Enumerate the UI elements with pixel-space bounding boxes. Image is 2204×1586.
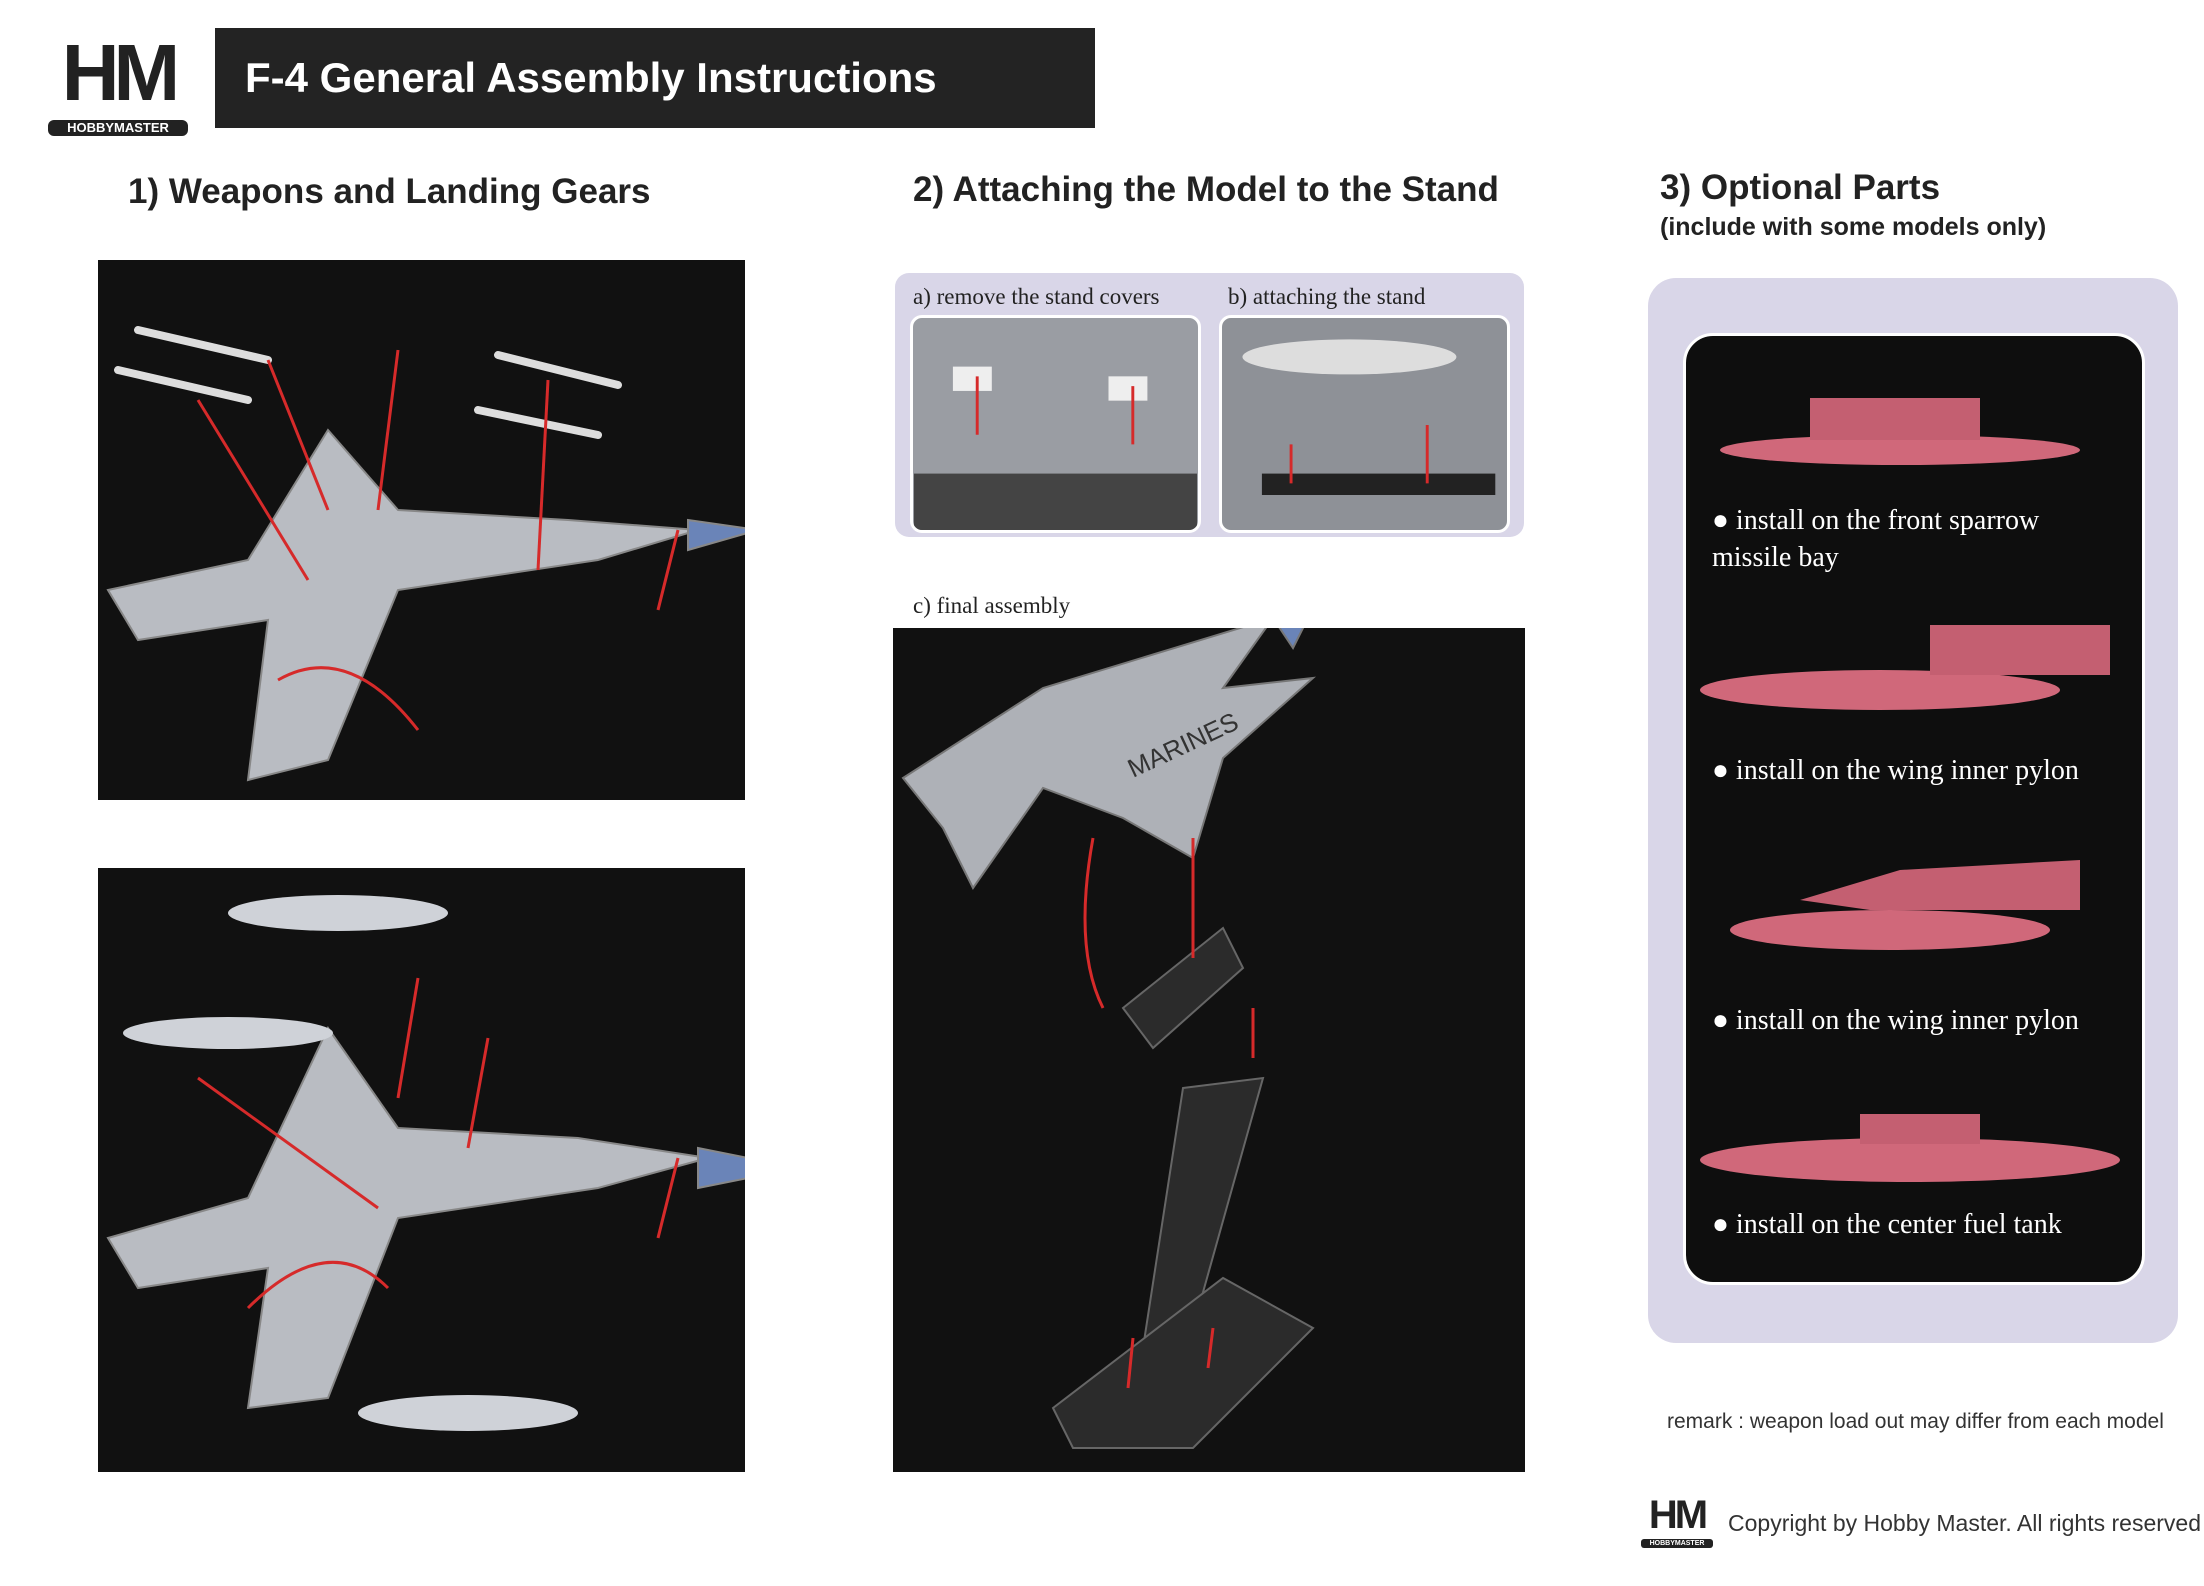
remark-text: remark : weapon load out may differ from…: [1667, 1410, 2164, 1433]
hobbymaster-logo: HM HOBBYMASTER: [48, 28, 188, 136]
missile-parts: [114, 326, 622, 439]
optional-item-label: install on the center fuel tank: [1735, 1209, 2062, 1240]
weapons-diagram-top: [98, 260, 745, 800]
optional-item-label: install on the wing inner pylon: [1735, 755, 2079, 786]
aircraft-illustration: [106, 1026, 745, 1410]
step-c-caption: c) final assembly: [913, 593, 1071, 618]
step-b-caption: b) attaching the stand: [1228, 284, 1426, 309]
center-fuel-tank-part: [1700, 1114, 2120, 1182]
fuel-tank-parts: [123, 895, 578, 1431]
logo-text: HM: [61, 28, 180, 117]
final-assembly-photo: MARINES: [893, 628, 1525, 1472]
step-a-caption: a) remove the stand covers: [913, 284, 1160, 309]
footer-logo-subtext: HOBBYMASTER: [1641, 1539, 1713, 1548]
footer-logo: HM HOBBYMASTER: [1641, 1492, 1713, 1548]
page-title: F-4 General Assembly Instructions: [215, 28, 1095, 128]
assembly-arrows: [1083, 837, 1255, 1389]
attaching-stand-photo: [1219, 315, 1510, 533]
assembly-arrows: [197, 977, 680, 1310]
section-2-heading: 2) Attaching the Model to the Stand: [913, 170, 1499, 209]
optional-item-label: install on the front sparrow missile bay: [1712, 505, 2040, 573]
aircraft-illustration: [901, 628, 1317, 890]
assembly-arrows: [196, 349, 680, 731]
optional-item-2: ● install on the wing inner pylon: [1712, 755, 2079, 786]
copyright-text: Copyright by Hobby Master. All rights re…: [1728, 1510, 2201, 1536]
weapons-diagram-bottom: [98, 868, 745, 1472]
section-3-heading: 3) Optional Parts: [1660, 168, 1941, 207]
optional-item-3: ● install on the wing inner pylon: [1712, 1005, 2079, 1036]
sparrow-bay-part: [1720, 398, 2080, 465]
display-stand: [1051, 926, 1315, 1449]
wing-pylon-part-1: [1700, 625, 2110, 710]
footer-logo-text: HM: [1648, 1493, 1708, 1537]
wing-pylon-part-2: [1730, 860, 2080, 950]
aircraft-illustration: [106, 428, 745, 782]
optional-item-4: ● install on the center fuel tank: [1712, 1209, 2062, 1240]
section-1-heading: 1) Weapons and Landing Gears: [128, 172, 651, 211]
remove-stand-covers-photo: [910, 315, 1201, 533]
optional-item-label: install on the wing inner pylon: [1735, 1005, 2079, 1036]
section-3-subheading: (include with some models only): [1660, 213, 2047, 241]
optional-item-1: ● install on the front sparrow missile b…: [1712, 505, 2040, 573]
logo-subtext: HOBBYMASTER: [48, 120, 188, 136]
